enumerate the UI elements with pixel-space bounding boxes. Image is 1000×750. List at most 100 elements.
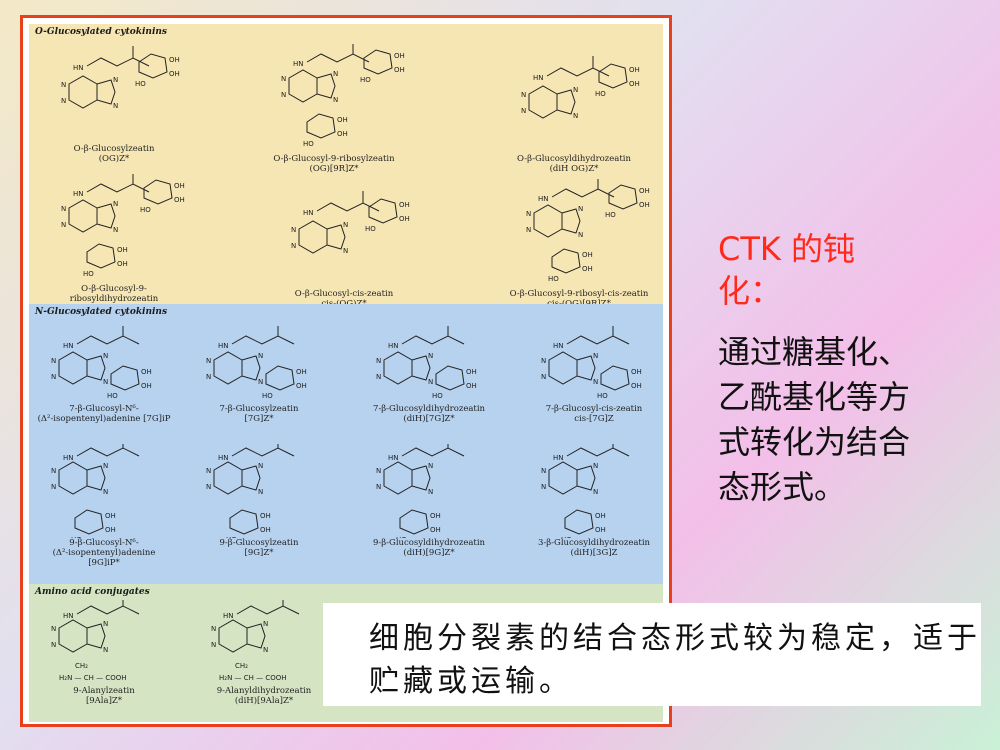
ctk-inactivation-title: CTK 的钝化：	[718, 230, 856, 310]
svg-text:OH: OH	[260, 512, 271, 520]
svg-text:N: N	[263, 620, 268, 628]
svg-text:N: N	[541, 357, 546, 365]
svg-text:N: N	[258, 488, 263, 496]
molecule-label: 9-β-Glucosylzeatin	[219, 538, 299, 548]
molecule-label: ribosyldihydrozeatin	[69, 294, 159, 304]
svg-text:OH: OH	[105, 512, 116, 520]
section-title: Amino acid conjugates	[35, 587, 150, 597]
svg-text:N: N	[593, 488, 598, 496]
svg-text:N: N	[51, 467, 56, 475]
molecule-label: O-β-Glucosyl-9-	[81, 284, 147, 294]
svg-text:N: N	[258, 462, 263, 470]
svg-text:N: N	[61, 81, 66, 89]
svg-text:HO: HO	[365, 225, 376, 233]
svg-text:HO: HO	[561, 536, 572, 538]
svg-text:HN: HN	[538, 195, 549, 203]
svg-text:N: N	[61, 205, 66, 213]
svg-text:HN: HN	[218, 454, 229, 462]
svg-text:OH: OH	[174, 196, 185, 204]
svg-text:HN: HN	[553, 342, 564, 350]
molecule-label: O-β-Glucosyl-9-ribosylzeatin	[273, 154, 395, 164]
svg-text:OH: OH	[141, 368, 152, 376]
svg-text:CH₂: CH₂	[75, 662, 88, 670]
svg-text:OH: OH	[595, 512, 606, 520]
svg-text:HO: HO	[262, 392, 273, 400]
svg-text:N: N	[333, 70, 338, 78]
molecule-label: (Δ²-isopentenyl)adenine [7G]iP	[37, 414, 171, 424]
svg-text:HN: HN	[73, 64, 84, 72]
svg-text:N: N	[291, 242, 296, 250]
svg-text:N: N	[51, 625, 56, 633]
svg-text:OH: OH	[639, 187, 650, 195]
svg-text:N: N	[103, 646, 108, 654]
svg-text:HO: HO	[548, 275, 559, 283]
svg-text:N: N	[521, 107, 526, 115]
svg-text:N: N	[103, 352, 108, 360]
molecule-label: 7-β-Glucosyl-cis-zeatin	[545, 404, 643, 414]
svg-text:HN: HN	[533, 74, 544, 82]
svg-text:HO: HO	[83, 270, 94, 278]
svg-text:N: N	[376, 467, 381, 475]
svg-text:OH: OH	[629, 80, 640, 88]
svg-text:H₂N — CH — COOH: H₂N — CH — COOH	[59, 674, 127, 682]
molecule-label: (diH)[9G]Z*	[403, 548, 455, 558]
svg-text:OH: OH	[399, 215, 410, 223]
svg-text:N: N	[113, 200, 118, 208]
svg-text:OH: OH	[337, 116, 348, 124]
svg-text:HO: HO	[396, 536, 407, 538]
svg-text:N: N	[593, 352, 598, 360]
svg-text:OH: OH	[631, 368, 642, 376]
svg-text:N: N	[428, 378, 433, 386]
svg-text:N: N	[103, 620, 108, 628]
molecule-label: O-β-Glucosylzeatin	[73, 144, 155, 154]
svg-text:N: N	[61, 97, 66, 105]
svg-text:N: N	[206, 357, 211, 365]
svg-text:OH: OH	[394, 52, 405, 60]
svg-text:HN: HN	[303, 209, 314, 217]
svg-text:N: N	[211, 641, 216, 649]
svg-text:OH: OH	[169, 70, 180, 78]
svg-text:N: N	[113, 226, 118, 234]
svg-text:OH: OH	[169, 56, 180, 64]
svg-text:N: N	[573, 86, 578, 94]
svg-text:N: N	[281, 91, 286, 99]
svg-text:N: N	[291, 226, 296, 234]
molecule-label: (OG)[9R]Z*	[309, 164, 359, 174]
svg-text:OH: OH	[117, 260, 128, 268]
svg-text:N: N	[578, 231, 583, 239]
svg-text:N: N	[428, 488, 433, 496]
svg-text:N: N	[343, 221, 348, 229]
svg-text:OH: OH	[430, 526, 441, 534]
svg-text:OH: OH	[430, 512, 441, 520]
molecule-label: 3-β-Glucosyldihydrozeatin	[537, 538, 651, 548]
svg-text:H₂N — CH — COOH: H₂N — CH — COOH	[219, 674, 287, 682]
molecule-label: (diH OG)Z*	[549, 164, 599, 174]
svg-text:N: N	[376, 357, 381, 365]
svg-text:OH: OH	[117, 246, 128, 254]
svg-text:OH: OH	[629, 66, 640, 74]
svg-text:N: N	[51, 357, 56, 365]
svg-text:N: N	[61, 221, 66, 229]
molecule-label: [9G]Z*	[244, 548, 274, 558]
svg-text:N: N	[258, 352, 263, 360]
svg-text:N: N	[103, 462, 108, 470]
svg-text:N: N	[51, 641, 56, 649]
svg-text:OH: OH	[174, 182, 185, 190]
svg-text:N: N	[428, 352, 433, 360]
svg-text:HO: HO	[605, 211, 616, 219]
svg-text:N: N	[51, 483, 56, 491]
svg-text:HO: HO	[71, 536, 82, 538]
svg-text:HO: HO	[140, 206, 151, 214]
svg-text:HN: HN	[293, 60, 304, 68]
